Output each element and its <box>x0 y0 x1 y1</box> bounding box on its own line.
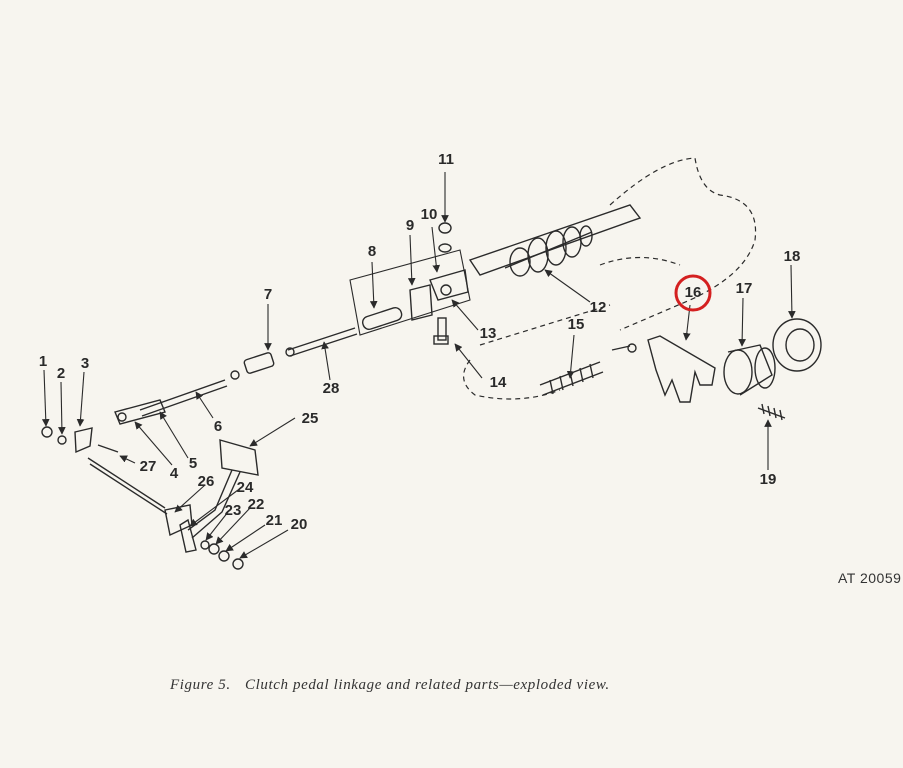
clutch-pedal <box>164 439 259 553</box>
part-label-4: 4 <box>169 465 179 482</box>
drawing-reference-number: AT 20059 <box>838 570 902 586</box>
release-fork <box>647 335 716 403</box>
part-label-5: 5 <box>188 455 198 472</box>
figure-caption: Figure 5. Clutch pedal linkage and relat… <box>170 677 610 694</box>
part-label-14: 14 <box>489 374 507 391</box>
small-hardware <box>41 426 93 454</box>
part-label-9: 9 <box>405 217 415 234</box>
part-label-18: 18 <box>783 248 801 265</box>
part-label-21: 21 <box>265 512 283 529</box>
part-label-17: 17 <box>735 280 753 297</box>
sleeve <box>361 306 403 330</box>
highlight-circle <box>674 274 712 312</box>
leader-lines <box>41 172 796 559</box>
pull-rod <box>114 370 240 425</box>
part-label-16: 16 <box>684 284 702 301</box>
part-label-26: 26 <box>197 473 215 490</box>
part-label-6: 6 <box>213 418 223 435</box>
part-label-13: 13 <box>479 325 497 342</box>
part-label-8: 8 <box>367 243 377 260</box>
small-spring <box>757 403 786 421</box>
part-label-24: 24 <box>236 479 254 496</box>
part-label-19: 19 <box>759 471 777 488</box>
return-spring <box>539 343 637 396</box>
part-label-7: 7 <box>263 286 273 303</box>
bearing-carrier <box>723 344 776 396</box>
part-label-23: 23 <box>224 502 242 519</box>
figure-caption-text: Clutch pedal linkage and related parts—e… <box>245 677 610 693</box>
part-label-2: 2 <box>56 365 66 382</box>
part-label-3: 3 <box>80 355 90 372</box>
part-label-15: 15 <box>567 316 585 333</box>
part-label-22: 22 <box>247 496 265 513</box>
bracket <box>409 269 469 321</box>
clutch-shaft-boot <box>504 225 593 277</box>
part-label-10: 10 <box>420 206 438 223</box>
adjuster-rod <box>243 327 358 374</box>
bolt <box>433 317 449 345</box>
part-label-1: 1 <box>38 353 48 370</box>
figure-number: Figure 5. <box>170 677 231 693</box>
cross-shaft <box>349 204 642 336</box>
part-label-28: 28 <box>322 380 340 397</box>
washers <box>200 540 244 570</box>
part-label-20: 20 <box>290 516 308 533</box>
pin-and-rod <box>87 444 168 515</box>
part-label-11: 11 <box>438 151 454 168</box>
nut-washer <box>438 222 452 253</box>
part-label-12: 12 <box>589 299 607 316</box>
release-bearing <box>772 318 822 372</box>
part-label-27: 27 <box>139 458 157 475</box>
part-label-25: 25 <box>301 410 319 427</box>
housing-outline <box>463 157 757 400</box>
